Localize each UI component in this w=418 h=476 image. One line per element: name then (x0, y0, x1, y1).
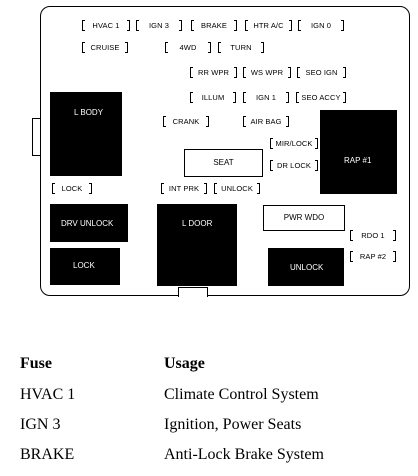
header-fuse: Fuse (20, 355, 52, 372)
fuse-usage: Climate Control System (164, 386, 319, 403)
fuse-hvac1: HVAC 1 (82, 20, 130, 32)
table-row: IGN 3 Ignition, Power Seats (20, 416, 410, 436)
table-row: BRAKE Anti-Lock Brake System (20, 446, 410, 466)
fuse-brake: BRAKE (191, 20, 237, 32)
fuse-crank: CRANK (163, 116, 209, 128)
relay-drv-unlock: DRV UNLOCK (50, 204, 128, 242)
fuse-4wd: 4WD (165, 42, 211, 54)
fuse-cruise: CRUISE (82, 42, 128, 54)
fuse-rap2: RAP #2 (350, 251, 396, 263)
fuse-rr-wpr: RR WPR (190, 67, 237, 79)
relay-l-body: L BODY (50, 92, 122, 176)
table-header-row: Fuse Usage (20, 355, 410, 375)
fuse-usage: Anti-Lock Brake System (164, 446, 324, 463)
panel-bottom-tab (178, 287, 208, 297)
fuse-lock: LOCK (52, 183, 92, 195)
fuse-int-prk: INT PRK (161, 183, 207, 195)
fuse-name: BRAKE (20, 446, 75, 463)
fuse-turn: TURN (218, 42, 264, 54)
fuse-air-bag: AIR BAG (243, 116, 289, 128)
fuse-seo-accy: SEO ACCY (296, 92, 346, 104)
panel-left-tab (32, 118, 41, 156)
fuse-unlock: UNLOCK (214, 183, 260, 195)
relay-unlock: UNLOCK (268, 248, 344, 286)
fuse-usage: Ignition, Power Seats (164, 416, 302, 433)
fuse-name: HVAC 1 (20, 386, 76, 403)
relay-l-door: L DOOR (157, 204, 237, 286)
header-usage: Usage (164, 355, 205, 372)
relay-seat: SEAT (184, 149, 263, 177)
fuse-dr-lock: DR LOCK (270, 160, 318, 172)
fuse-mir-lock: MIR/LOCK (270, 138, 318, 150)
table-row: HVAC 1 Climate Control System (20, 386, 410, 406)
fuse-ign3: IGN 3 (136, 20, 182, 32)
fuse-seo-ign: SEO IGN (297, 67, 346, 79)
fuse-htr-ac: HTR A/C (245, 20, 292, 32)
fuse-ign1: IGN 1 (243, 92, 289, 104)
fuse-illum: ILLUM (190, 92, 236, 104)
fuse-box-diagram: HVAC 1 IGN 3 BRAKE HTR A/C IGN 0 CRUISE … (32, 6, 410, 297)
fuse-name: IGN 3 (20, 416, 61, 433)
relay-lock: LOCK (50, 248, 120, 285)
fuse-ws-wpr: WS WPR (243, 67, 291, 79)
relay-pwr-wdo: PWR WDO (263, 205, 345, 231)
fuse-ign0: IGN 0 (298, 20, 344, 32)
fuse-rdo1: RDO 1 (350, 230, 396, 242)
relay-rap1: RAP #1 (320, 110, 397, 194)
